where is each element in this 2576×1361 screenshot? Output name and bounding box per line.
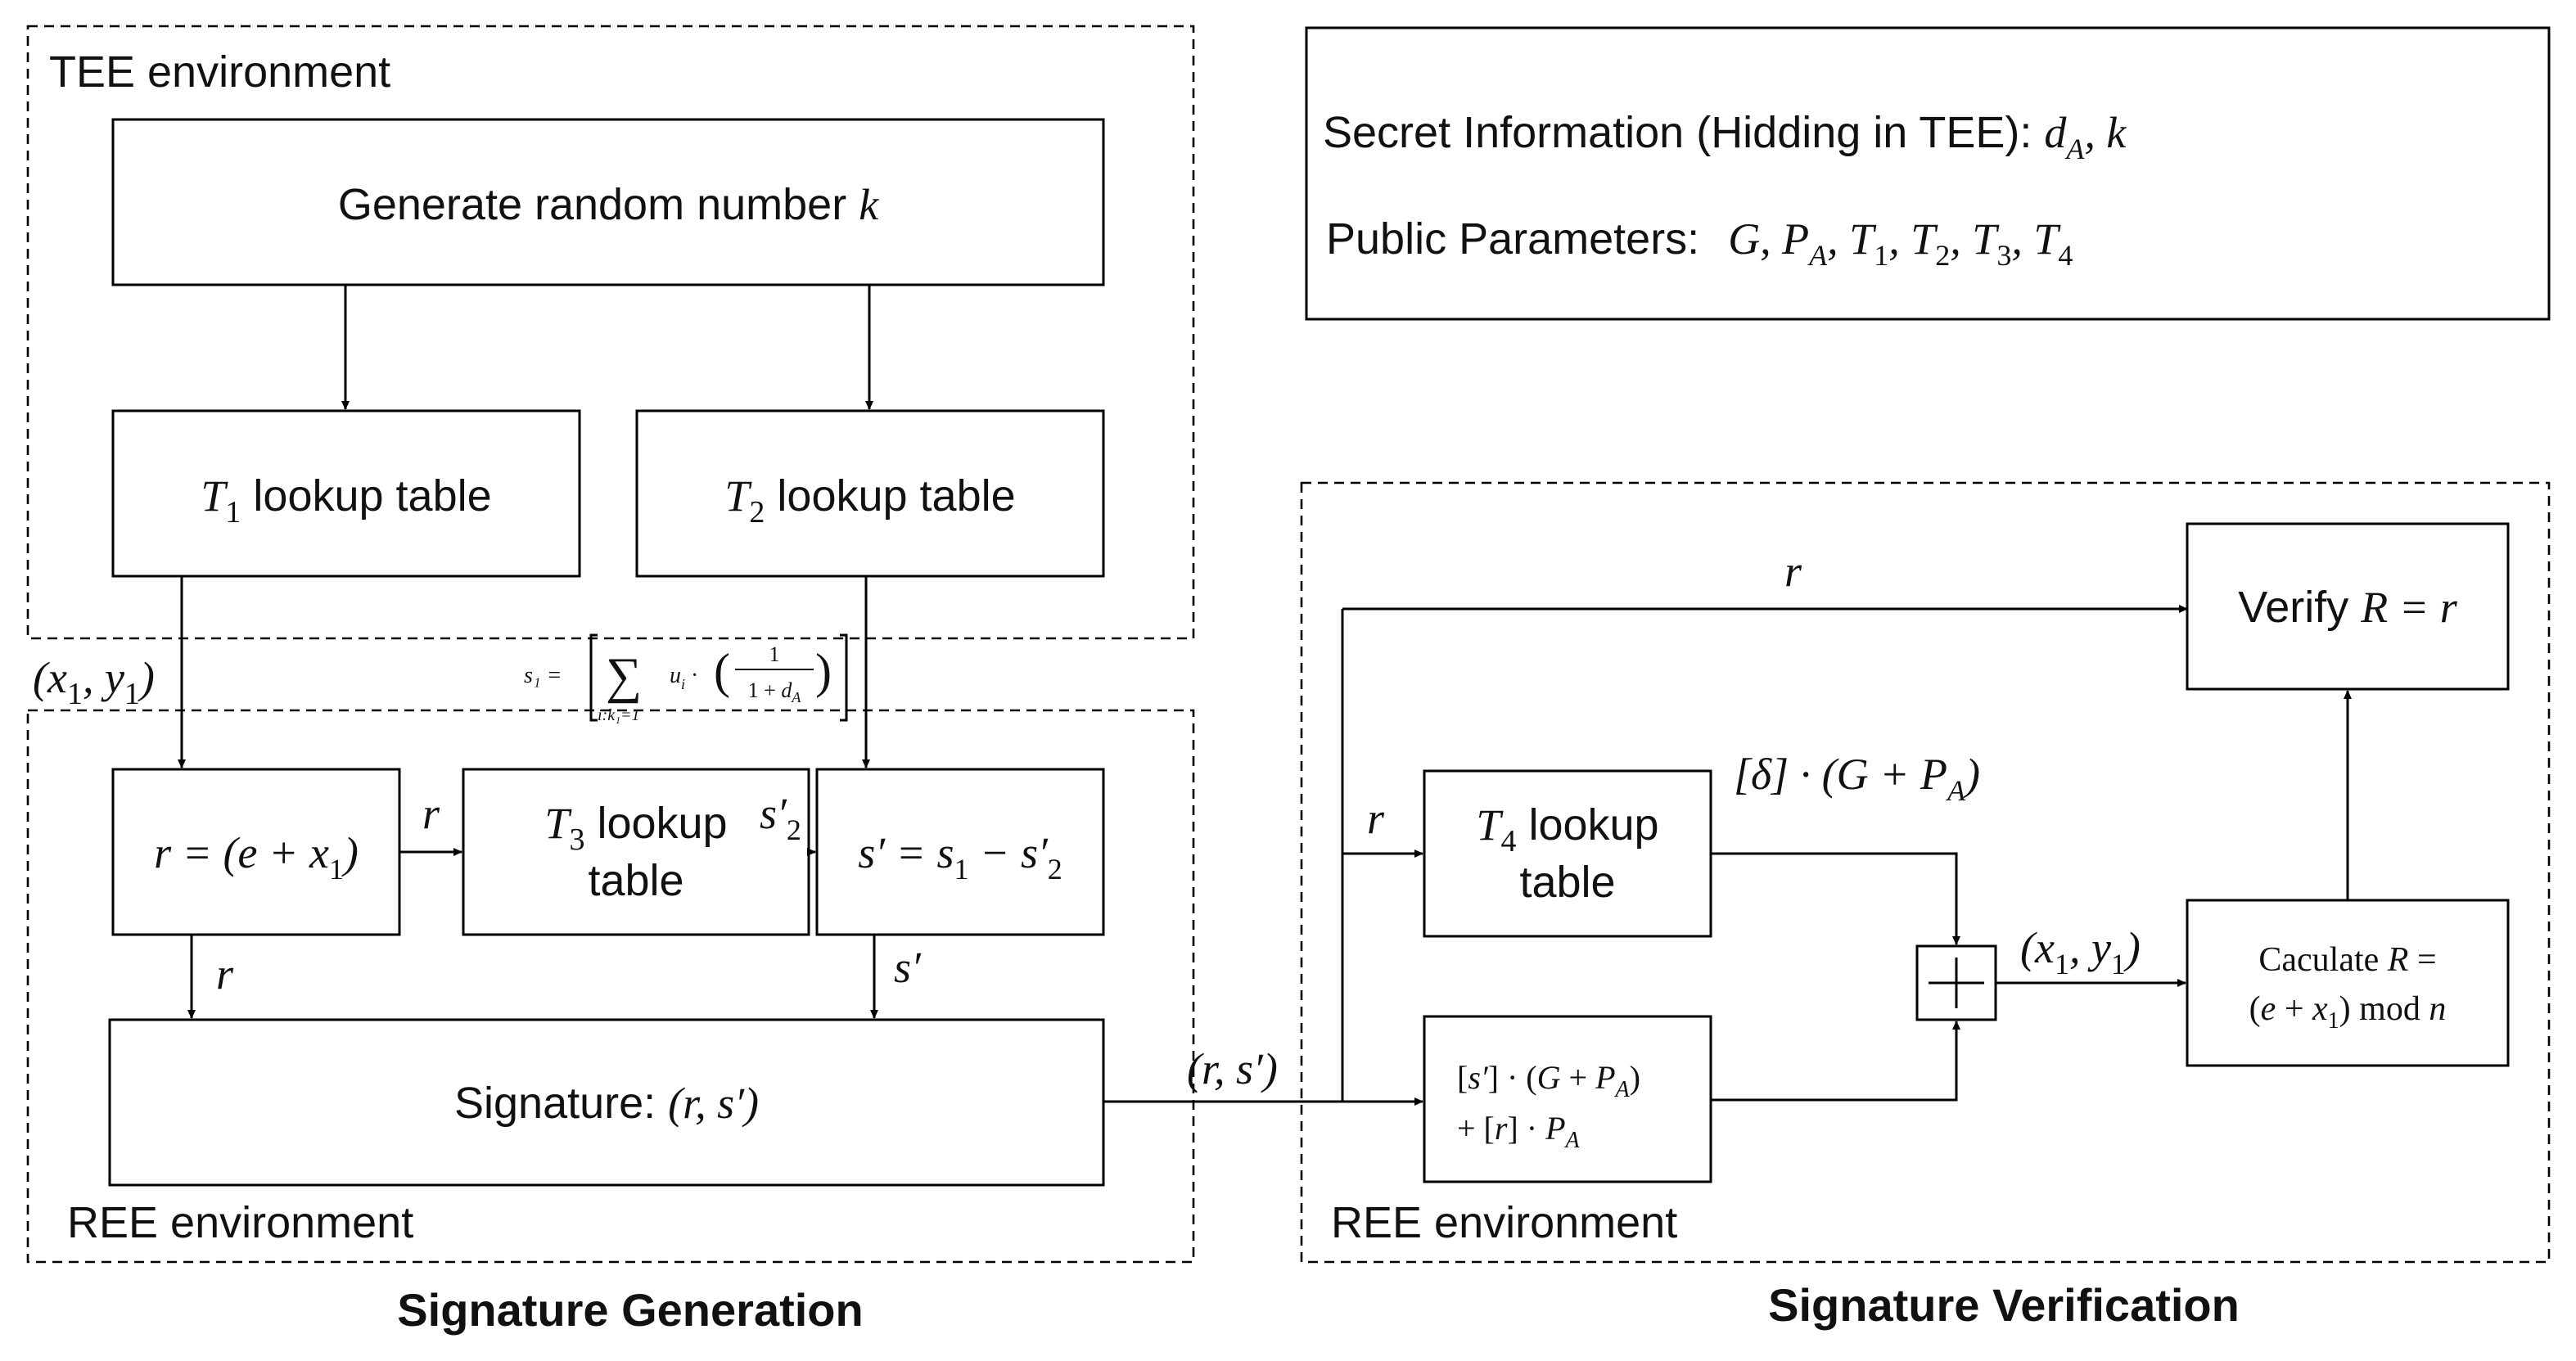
s1-formula-body: ui · xyxy=(670,663,698,692)
public-params-vars: G, PA, T1, T2, T3, T4 xyxy=(1728,214,2073,272)
secret-info-text: Secret Information (Hidding in TEE): xyxy=(1323,108,2044,157)
combine-line1: [s′] · (G + PA) xyxy=(1457,1059,1640,1102)
combine-box xyxy=(1423,1015,1712,1183)
t4-lookup-line1: T4 lookup xyxy=(1476,800,1658,859)
t3-lookup-line2: table xyxy=(588,856,683,905)
t2-lookup-label: T2 lookup table xyxy=(724,471,1015,530)
ree-verification-frame xyxy=(1300,481,2551,1264)
delta-label: [δ] · (G + PA) xyxy=(1734,750,1980,807)
public-params-text: Public Parameters: xyxy=(1326,214,1712,264)
t1-lookup-label: T1 lookup table xyxy=(201,471,491,530)
s1-left-paren: ( xyxy=(714,644,730,698)
x1y1-gen-label: (x1, y1) xyxy=(33,653,155,711)
r-down-label: r xyxy=(216,949,234,998)
t4-lookup-line2: table xyxy=(1519,858,1615,907)
s-prime-box xyxy=(815,768,1105,936)
public-params: Public Parameters: G, PA, T1, T2, T3, T4 xyxy=(1326,214,2073,272)
tee-environment-frame xyxy=(26,25,1195,640)
signature-label: Signature: (r, s′) xyxy=(454,1079,759,1128)
caption-verification: Signature Verification xyxy=(1768,1279,2240,1331)
calculate-line1: Caculate R = xyxy=(2258,941,2436,979)
s1-formula-left: s₁ = xyxy=(524,663,562,688)
s1-formula-index: i:k₁=1 xyxy=(598,706,640,724)
t3-lookup-line1: T3 lookup xyxy=(544,799,727,857)
r-formula-label: r = (e + x1) xyxy=(154,828,359,886)
s1-frac-den: 1 + dA xyxy=(748,678,802,705)
x1y1-verify-label: (x1, y1) xyxy=(2020,923,2141,980)
tee-env-label: TEE environment xyxy=(49,47,390,97)
verify-box xyxy=(2186,522,2510,691)
t1-lookup-box xyxy=(111,409,581,578)
t4-lookup-box xyxy=(1423,769,1712,938)
s1-frac-num: 1 xyxy=(769,642,780,666)
s1-formula: s₁ = ∑ i:k₁=1 ui · ( 1 1 + dA ) xyxy=(524,633,848,724)
t2-lookup-box xyxy=(635,409,1105,578)
secret-info-vars: dA, k xyxy=(2044,108,2127,165)
generate-random-box xyxy=(111,118,1105,286)
t3-lookup-box xyxy=(462,768,810,936)
ree-gen-env-label: REE environment xyxy=(67,1198,413,1247)
calculate-box xyxy=(2186,899,2510,1067)
s1-left-bracket xyxy=(589,633,598,722)
s-down-label: s′ xyxy=(894,943,922,992)
r-arrow-label: r xyxy=(422,789,440,838)
secret-info: Secret Information (Hidding in TEE): dA,… xyxy=(1323,108,2127,165)
arrow-t4-to-plus xyxy=(1711,852,1960,945)
info-box xyxy=(1305,26,2551,321)
ree-generation-frame xyxy=(26,709,1195,1264)
ree-verify-env-label: REE environment xyxy=(1331,1198,1677,1247)
r-top-label: r xyxy=(1784,547,1802,596)
r-mid-label: r xyxy=(1367,794,1385,843)
caption-generation: Signature Generation xyxy=(397,1284,863,1336)
rs-pair-label: (r, s′) xyxy=(1187,1044,1278,1093)
generate-random-label: Generate random number k xyxy=(338,180,879,229)
verify-label: Verify R = r xyxy=(2238,583,2457,632)
calculate-line2: (e + x1) mod n xyxy=(2249,990,2447,1034)
arrow-combine-to-plus xyxy=(1711,1021,1960,1102)
combine-line2: + [r] · PA xyxy=(1457,1110,1581,1153)
sum-symbol: ∑ xyxy=(606,648,642,704)
signature-box xyxy=(108,1018,1105,1187)
s1-right-paren: ) xyxy=(815,644,832,698)
s1-right-bracket xyxy=(840,633,848,722)
